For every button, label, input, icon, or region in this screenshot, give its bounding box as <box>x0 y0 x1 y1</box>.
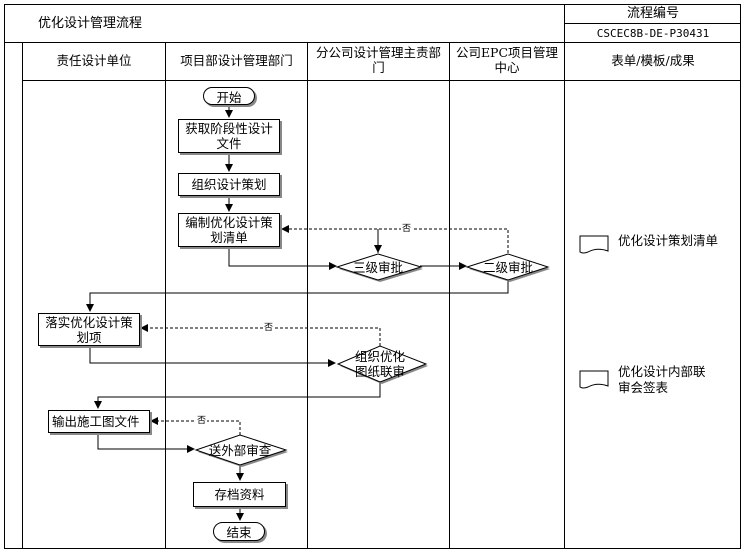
process-number: CSCEC8B-DE-P30431 <box>596 27 710 40</box>
end-node: 结束 <box>213 522 265 541</box>
level3-approval-diamond <box>335 253 423 281</box>
output-drawings-step: 输出施工图文件 <box>48 410 150 433</box>
reject-label: 否 <box>196 416 208 426</box>
lane-header-project-dept: 项目部设计管理部门 <box>180 53 293 68</box>
obtain-design-docs-step: 获取阶段性设计文件 <box>178 119 280 153</box>
level3-approval-label: 三级审批 <box>352 260 403 275</box>
lane-header-epc-center: 公司EPC项目管理中心 <box>455 45 559 75</box>
implement-items-step: 落实优化设计策划项 <box>38 313 140 346</box>
lane-header-branch-dept: 分公司设计管理主责部门 <box>315 45 441 75</box>
compile-optimization-list-step: 编制优化设计策划清单 <box>178 213 280 247</box>
document-icon <box>579 235 609 254</box>
lane-header-forms: 表单/模板/成果 <box>611 53 695 68</box>
level2-approval-diamond <box>465 253 550 281</box>
start-node: 开始 <box>203 87 255 105</box>
reject-label: 否 <box>263 323 275 333</box>
page-title: 优化设计管理流程 <box>38 16 143 31</box>
joint-review-diamond <box>336 345 428 383</box>
archive-step: 存档资料 <box>193 482 286 507</box>
outer-frame <box>4 4 741 549</box>
process-number-label: 流程编号 <box>626 6 679 21</box>
external-review-label: 送外部审查 <box>208 443 272 458</box>
document-icon <box>579 370 609 389</box>
doc-optimization-list: 优化设计策划清单 <box>618 233 719 248</box>
organize-planning-step: 组织设计策划 <box>178 173 280 196</box>
reject-label: 否 <box>401 224 413 234</box>
joint-review-label: 组织优化图纸联审 <box>354 349 405 379</box>
external-review-diamond <box>194 434 288 466</box>
doc-joint-review-signoff: 优化设计内部联审会签表 <box>618 364 706 395</box>
lane-header-design-unit: 责任设计单位 <box>56 53 132 68</box>
level2-approval-label: 二级审批 <box>482 260 533 275</box>
